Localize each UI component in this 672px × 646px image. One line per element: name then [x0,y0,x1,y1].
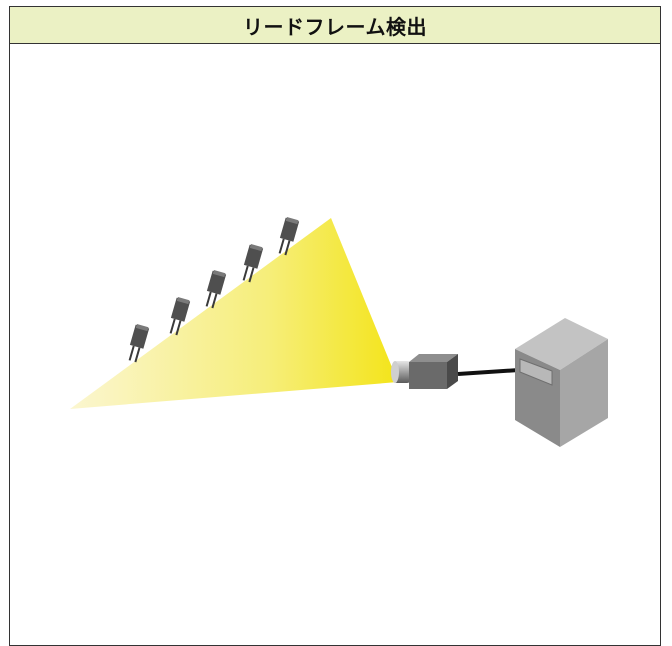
inspection-scene [70,217,608,447]
lead-frame-component-icon [169,297,191,336]
header-bar: リードフレーム検出 [10,7,660,44]
page-title: リードフレーム検出 [243,14,427,39]
cable [457,368,520,376]
lead-frame-component-icon [278,217,300,256]
lead-frame-component-icon [205,270,227,309]
lead-frame-component-icon [128,324,150,363]
component-row [128,217,300,363]
lead-frame-component-icon [242,244,264,283]
camera-icon [391,354,458,389]
light-beam [70,218,398,409]
server-pc-icon [515,318,608,447]
